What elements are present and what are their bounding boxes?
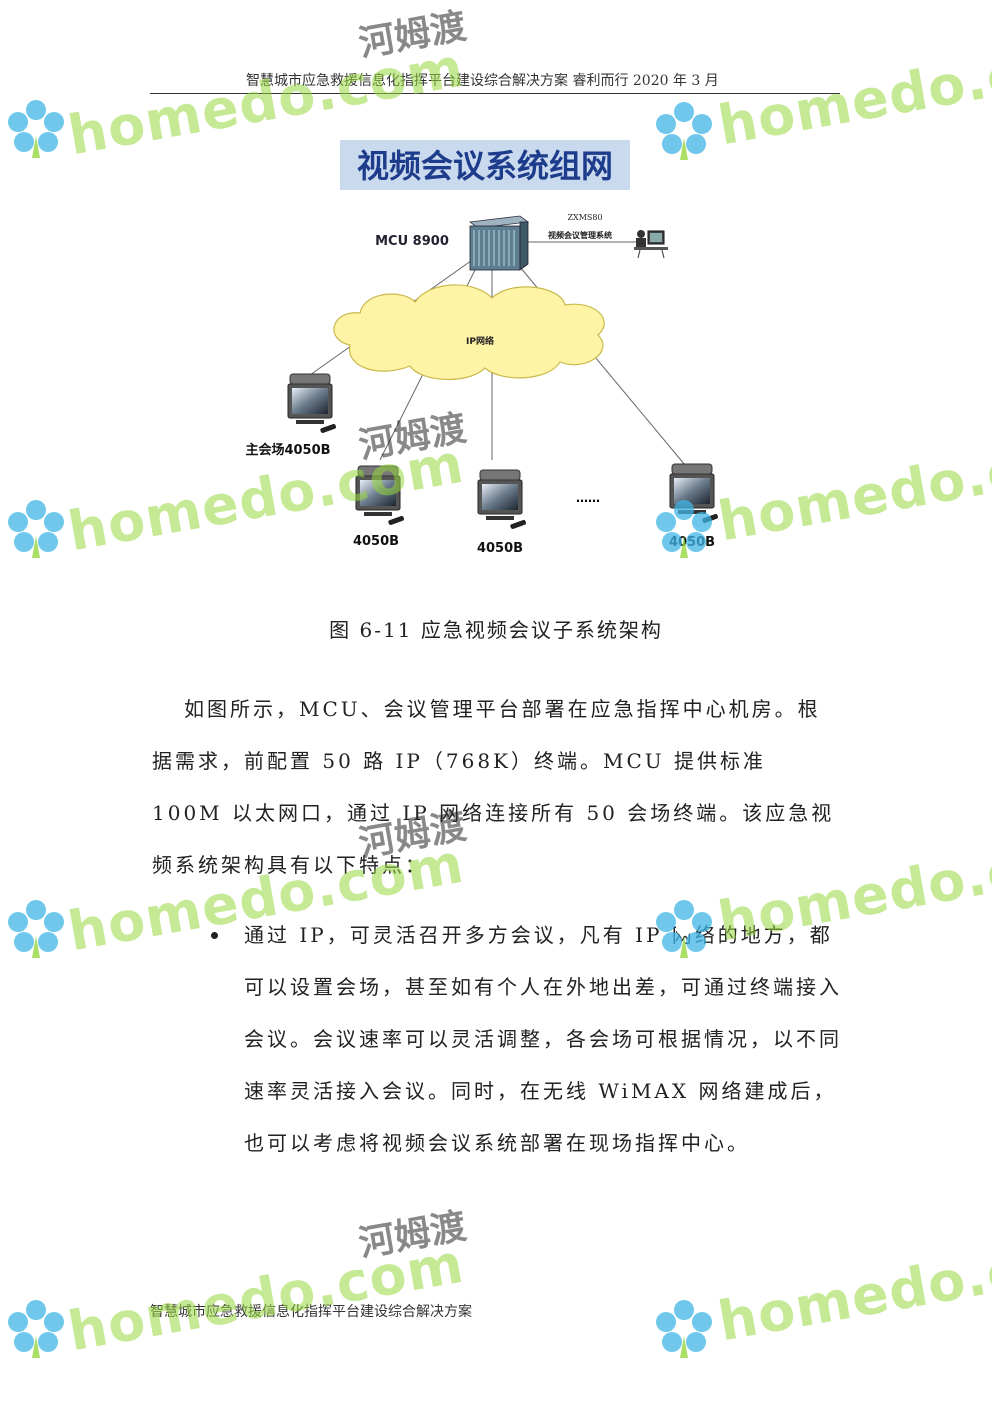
watermark-flower-icon [8,900,64,958]
watermark-flower-icon [8,1300,64,1358]
watermark-brand: homedo.com [713,25,992,158]
watermark-flower-icon [656,1300,712,1358]
watermark-brand: homedo.com [63,1231,469,1364]
ip-network-label: IP网络 [466,335,494,347]
banner-background [340,140,630,190]
header-rule [150,93,840,94]
watermark-flower-icon [8,500,64,558]
watermark-brand: homedo.com [713,421,992,554]
mcu-label: MCU 8900 [375,234,449,249]
page-header: 智慧城市应急救援信息化指挥平台建设综合解决方案 睿利而行 2020 年 3 月 [246,73,719,89]
mgmt-system-label: 视频会议管理系统 [548,230,612,240]
diagram-svg: 视频会议系统组网 IP网络 MCU 8900 [245,140,720,556]
bullet-item: 通过 IP，可灵活召开多方会议，凡有 IP 网络的地方，都可以设置会场，甚至如有… [244,923,842,1155]
terminal-main [287,373,338,435]
terminal-2-label: 4050B [477,541,523,556]
mgmt-model-label: ZXMS80 [567,213,602,222]
terminal-3 [669,463,720,525]
watermark-brand: homedo.com [713,1221,992,1354]
watermark-flower-icon [8,100,64,158]
terminal-1-label: 4050B [353,534,399,549]
page-footer: 智慧城市应急救援信息化指挥平台建设综合解决方案 [150,1304,472,1320]
main-terminal-label: 主会场4050B [245,442,330,458]
watermark-cn: 河姆渡 [355,5,470,66]
figure-caption: 图 6-11 应急视频会议子系统架构 [329,618,663,642]
watermark-cn: 河姆渡 [355,1205,470,1266]
terminal-1 [355,465,406,527]
terminal-2 [477,469,528,531]
network-diagram: 视频会议系统组网 IP网络 MCU 8900 [230,130,730,570]
mcu-device [468,215,530,271]
banner-title: 视频会议系统组网 [357,147,613,185]
ip-network-cloud [333,284,605,380]
terminal-3-label: 4050B [669,535,715,550]
more-terminals-ellipsis: …… [576,491,600,505]
mgmt-workstation [634,230,668,259]
body-paragraph: 如图所示，MCU、会议管理平台部署在应急指挥中心机房。根据需求，前配置 50 路… [152,697,835,877]
bullet-icon [211,932,218,939]
